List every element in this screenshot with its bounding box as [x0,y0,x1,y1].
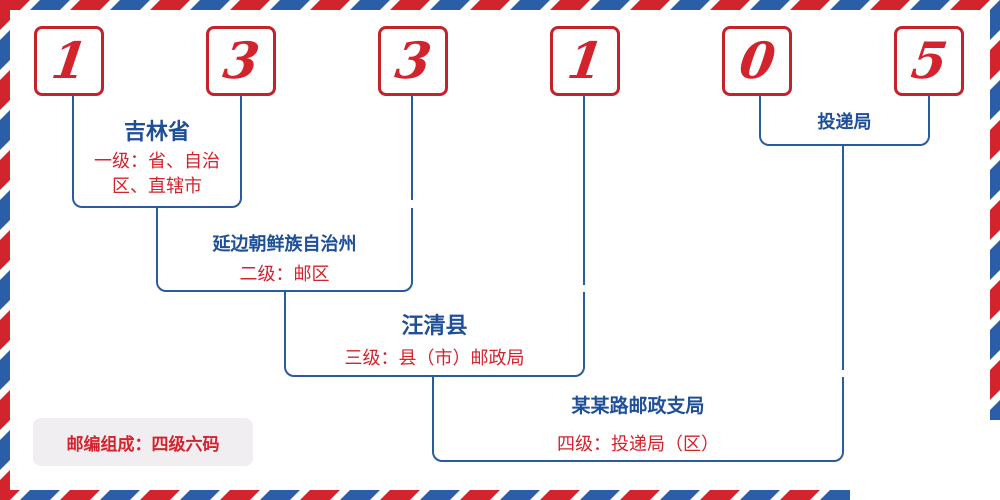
branch-desc: 四级：投递局（区） [557,434,719,455]
postal-code-composition-note: 邮编组成：四级六码 [33,418,253,466]
digit-2: 3 [219,31,263,90]
digit-box-4: 1 [550,26,620,96]
level-province-box: 吉林省 一级：省、自治区、直辖市 [72,96,242,208]
level-prefecture-box: 延边朝鲜族自治州 二级：邮区 [156,208,413,292]
digit-6: 5 [907,31,951,90]
prefecture-name: 延边朝鲜族自治州 [212,234,357,255]
level-delivery-box: 投递局 [759,96,930,146]
digit-box-5: 0 [722,26,792,96]
delivery-name: 投递局 [817,112,872,133]
prefecture-desc: 二级：邮区 [239,264,330,285]
digit-4: 1 [563,31,607,90]
digit-box-1: 1 [34,26,104,96]
digit-box-6: 5 [894,26,964,96]
county-desc: 三级：县（市）邮政局 [344,348,525,369]
digit-3: 3 [391,31,435,90]
digit-box-2: 3 [206,26,276,96]
level-county-box: 汪清县 三级：县（市）邮政局 [284,292,585,377]
digit-1: 1 [47,31,91,90]
branch-name: 某某路邮政支局 [571,395,705,417]
digit-box-3: 3 [378,26,448,96]
level-branch-box: 某某路邮政支局 四级：投递局（区） [432,377,844,462]
province-name: 吉林省 [123,119,190,145]
province-desc: 一级：省、自治区、直辖市 [94,151,220,197]
digit-5: 0 [735,31,779,90]
county-name: 汪清县 [401,313,468,339]
